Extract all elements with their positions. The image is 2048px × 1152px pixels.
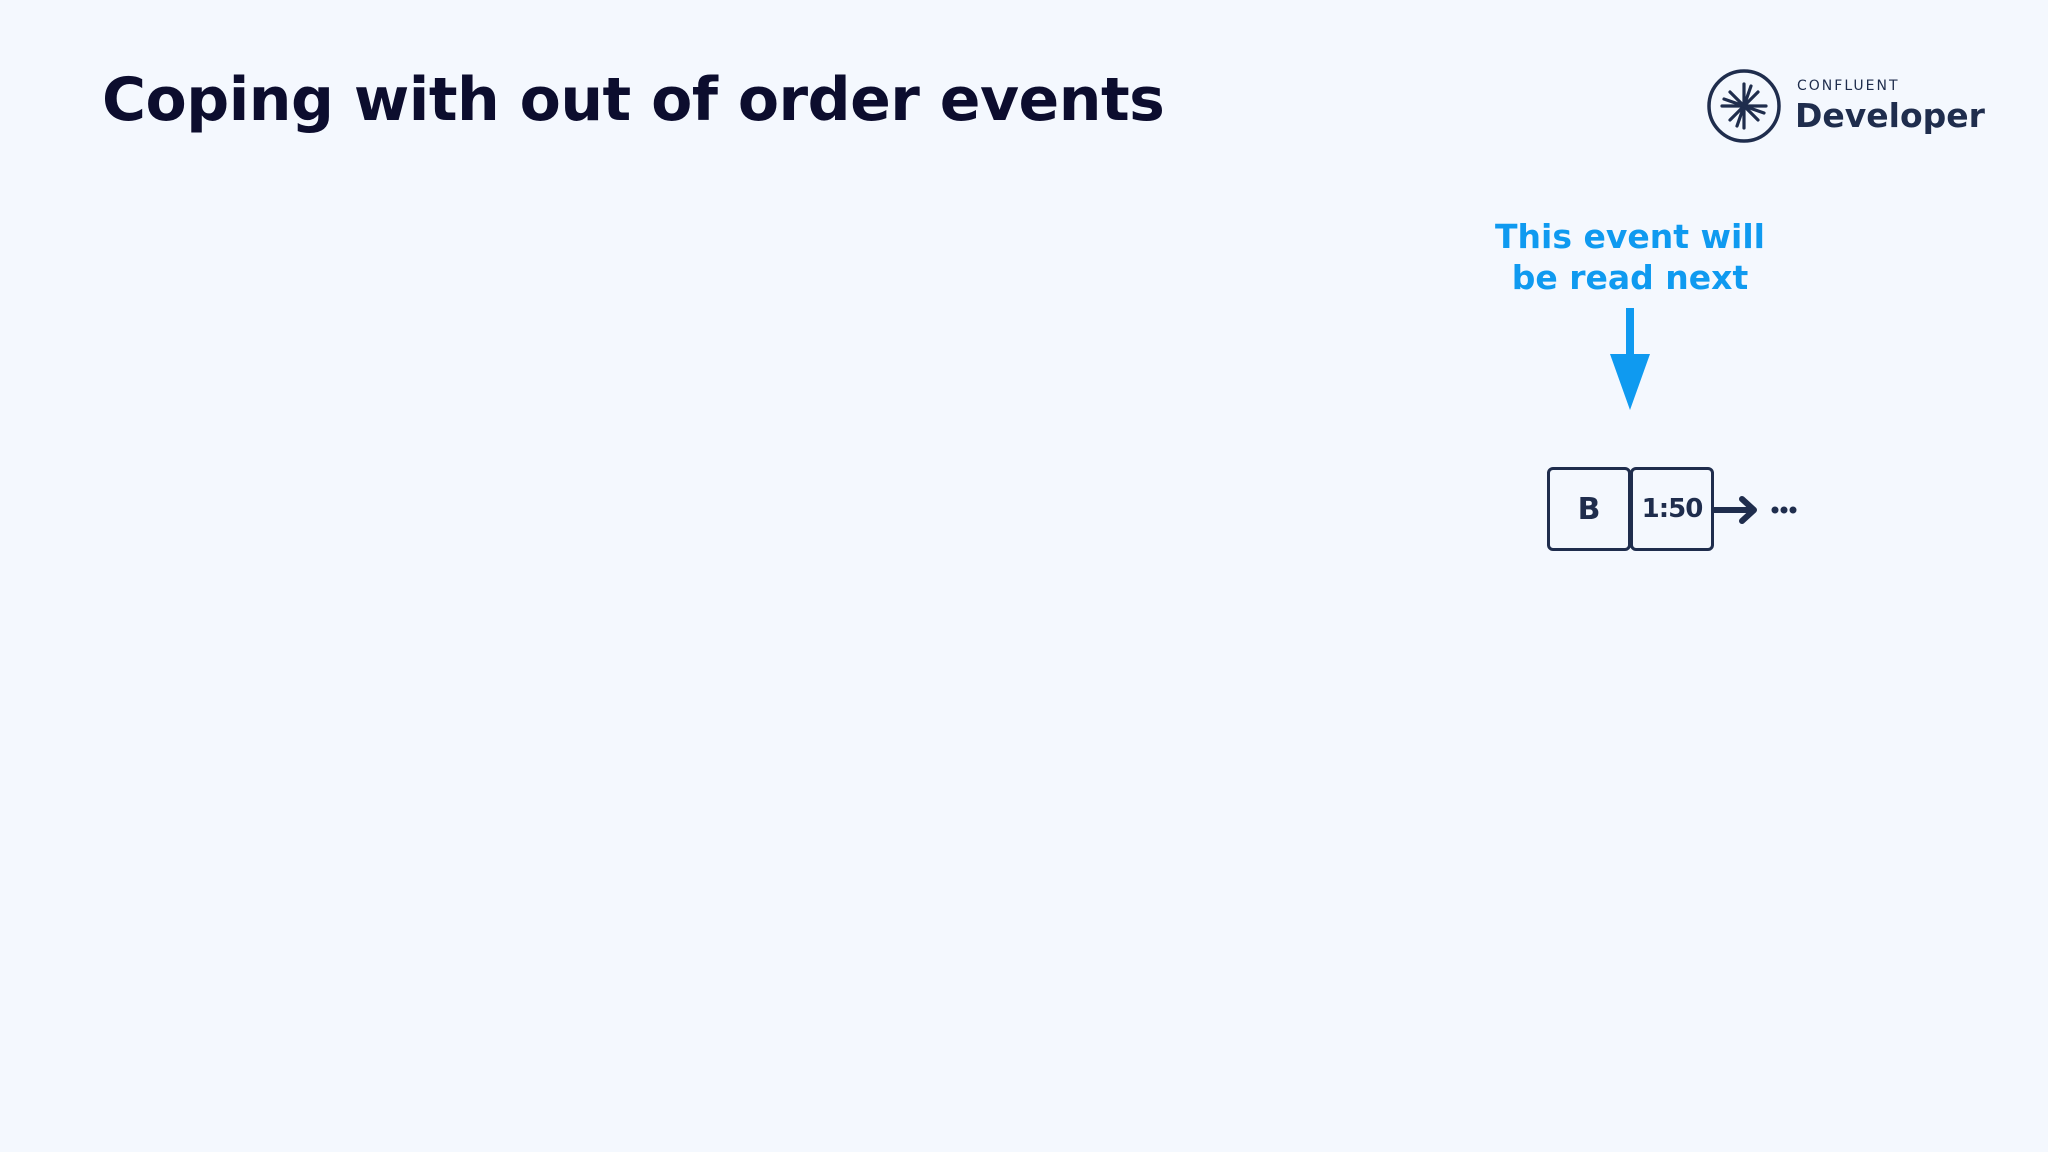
logo-confluent-text: CONFLUENT — [1797, 78, 1900, 94]
confluent-starburst-icon — [1707, 69, 1781, 143]
stream-continuation-arrow — [1712, 496, 1797, 524]
event-key-box: B — [1547, 467, 1631, 551]
slide-title: Coping with out of order events — [102, 65, 1165, 135]
event-timestamp-box: 1:50 — [1630, 467, 1714, 551]
callout-line-2: be read next — [1511, 258, 1749, 297]
confluent-developer-logo: CONFLUENT Developer — [1706, 68, 1986, 148]
ellipsis-icon — [1771, 506, 1797, 514]
arrow-down-icon — [1610, 308, 1650, 410]
callout-line-1: This event will — [1495, 217, 1765, 256]
next-event-callout: This event will be read next — [1440, 216, 1820, 298]
logo-developer-text: Developer — [1795, 96, 1985, 135]
